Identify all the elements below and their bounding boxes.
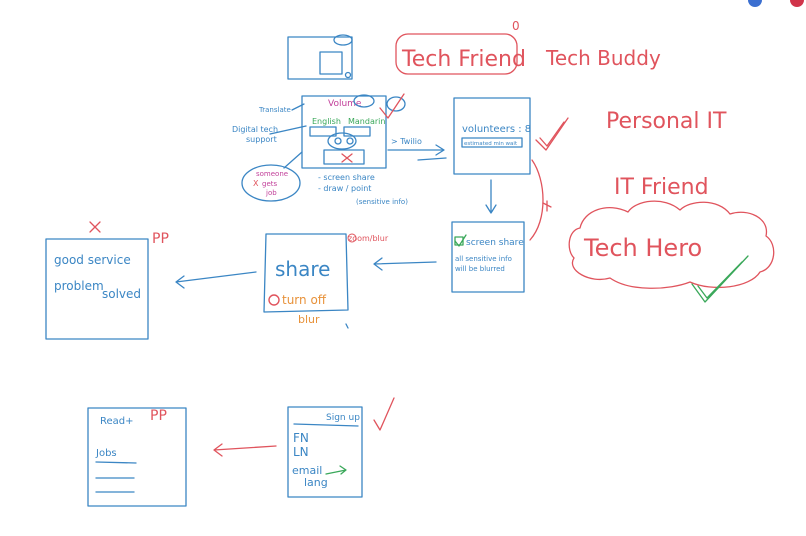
jobs-label: Jobs (95, 448, 117, 459)
arrow-home-to-volunteers (387, 144, 445, 156)
signup-screen: Sign up FN LN email lang (287, 406, 363, 498)
tech-buddy-name: Tech Buddy (545, 46, 661, 70)
digital-tech-label-2: support (246, 135, 277, 144)
red-check-volunteers (535, 117, 569, 151)
blur-note-1: all sensitive info (455, 255, 512, 263)
it-friend-name: IT Friend (614, 175, 709, 200)
solved-label: solved (102, 287, 141, 301)
svg-text:Tech Friend: Tech Friend (401, 47, 526, 72)
digital-tech-label-1: Digital tech (232, 125, 278, 134)
zoom-icon (347, 233, 357, 243)
someone-gets-job-bubble: someone X gets job (241, 151, 303, 202)
record-circle-icon (268, 294, 280, 306)
short-dash (417, 157, 447, 161)
red-bracket (529, 159, 544, 241)
good-service-label: good service (54, 253, 131, 267)
arrow-share-to-result (175, 271, 257, 289)
red-check-signup (373, 397, 395, 431)
stray-mark (345, 323, 349, 329)
lang-field: lang (304, 476, 328, 489)
personal-it-name: Personal IT (606, 109, 727, 134)
screen-share-bullet: - screen share (318, 173, 375, 182)
green-check-tech-hero (691, 255, 749, 303)
x-mark: X (253, 179, 259, 188)
volunteers-screen: volunteers : 8 estimated min wait (453, 97, 531, 175)
red-check-stroke (539, 121, 565, 147)
tech-hero-name: Tech Hero (583, 234, 702, 262)
tech-friend-name: Tech Friend (395, 33, 526, 75)
sensitive-info-note: (sensitive info) (356, 198, 408, 206)
blur-note-2: will be blurred (455, 265, 505, 273)
pp-label-1: PP (152, 231, 169, 247)
problem-label: problem (54, 279, 104, 293)
small-screen-sketch (287, 34, 353, 80)
pp-label-2: PP (150, 408, 167, 424)
share-screen: share turn off blur zoom/blur (263, 233, 389, 326)
corner-blue-circle (748, 0, 762, 7)
red-star (542, 200, 552, 212)
gets-label: gets (262, 180, 277, 188)
ln-field: LN (293, 445, 309, 459)
twilio-label: > Twilio (391, 137, 422, 146)
red-x-mark (89, 221, 101, 233)
zoom-blur-label: zoom/blur (348, 234, 389, 243)
home-screen-sketch: Translate Volume Digital tech support En… (232, 93, 422, 169)
someone-label: someone (256, 170, 288, 178)
estimated-wait: estimated min wait (464, 141, 518, 147)
email-field: email (292, 464, 322, 477)
small-zero: 0 (512, 19, 520, 33)
tech-hero-cloud: Tech Hero (568, 200, 775, 289)
arrow-screenshare-to-share (373, 257, 437, 271)
volume-label: Volume (328, 99, 362, 109)
screen-share-label: screen share (466, 238, 524, 248)
english-label: English (312, 117, 341, 126)
blur-label: blur (298, 313, 320, 326)
corner-red-circle (790, 0, 804, 7)
job-label: job (265, 189, 277, 197)
volunteers-count: volunteers : 8 (462, 124, 531, 135)
green-check-stroke (697, 261, 743, 299)
turn-off-label: turn off (282, 293, 327, 307)
arrow-volunteers-to-screenshare (485, 179, 497, 214)
screenshare-screen: screen share all sensitive info will be … (451, 221, 525, 293)
arrow-signup-to-jobs (213, 443, 277, 457)
fn-field: FN (293, 431, 309, 445)
result-screen: good service problem solved (45, 238, 149, 340)
read-label: Read+ (100, 416, 134, 427)
jobs-screen: Read+ Jobs (87, 407, 187, 507)
sign-up-label: Sign up (326, 413, 360, 423)
share-label: share (275, 257, 330, 281)
mandarin-label: Mandarin (348, 117, 385, 126)
draw-point-bullet: - draw / point (318, 184, 371, 193)
translate-label: Translate (258, 106, 291, 114)
